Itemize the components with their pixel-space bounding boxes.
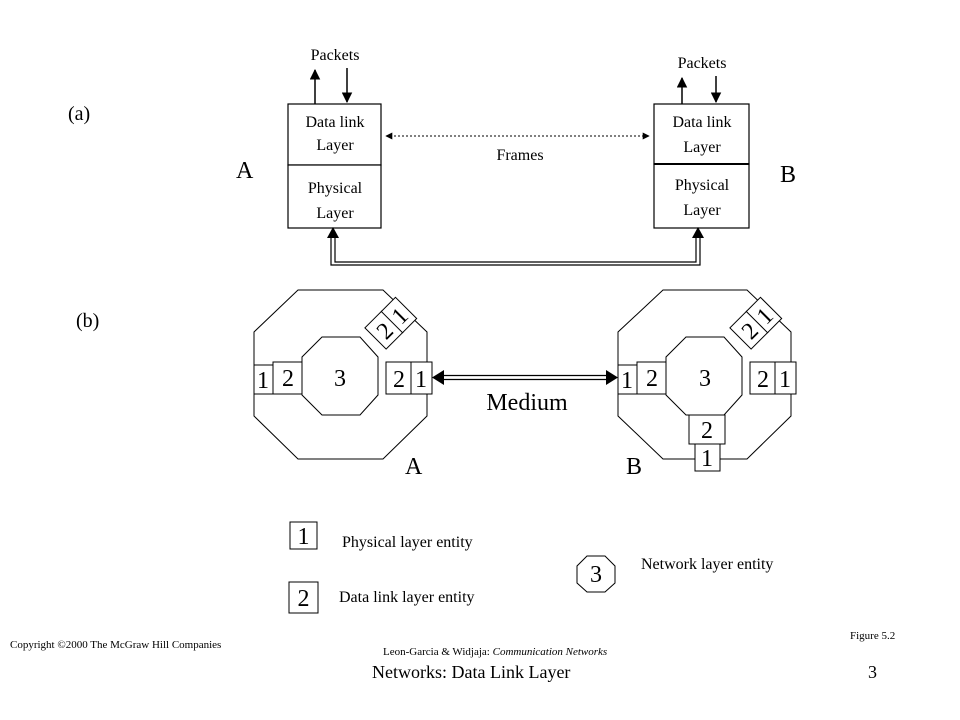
slide-title: Networks: Data Link Layer <box>372 662 571 682</box>
physical-link-right-arrowhead <box>692 227 704 238</box>
legend-physical-number: 1 <box>298 524 310 550</box>
node-a-left-datalink: 2 <box>282 366 294 392</box>
left-packets-label: Packets <box>311 47 360 64</box>
node-b-left-datalink: 2 <box>646 366 658 392</box>
right-datalink-box <box>653 103 750 165</box>
physical-link <box>327 227 704 266</box>
citation: Leon-Garcia & Widjaja: Communication Net… <box>383 646 607 658</box>
node-a-label-top: A <box>236 158 254 184</box>
part-b-label: (b) <box>76 310 99 332</box>
right-physical-box <box>653 163 750 229</box>
frames-label: Frames <box>496 147 543 164</box>
left-protocol-stack: Packets Data link Layer Physical Layer <box>287 47 382 229</box>
left-physical-line2: Layer <box>316 205 354 222</box>
physical-link-left-arrowhead <box>327 227 339 238</box>
right-physical-line2: Layer <box>683 202 721 219</box>
node-a-octagon: 3 1 2 2 1 2 1 <box>253 289 433 460</box>
legend-network-text: Network layer entity <box>641 556 773 573</box>
legend-network-number: 3 <box>590 562 602 588</box>
figure-number: Figure 5.2 <box>850 630 896 642</box>
node-a-network-entity: 3 <box>334 366 346 392</box>
left-datalink-box <box>287 103 382 166</box>
node-b-left-physical: 1 <box>621 368 633 394</box>
medium-left-arrowhead <box>432 370 444 385</box>
legend-datalink-symbol <box>288 581 319 614</box>
node-b-network-entity: 3 <box>699 366 711 392</box>
legend: 1 Physical layer entity 2 Data link laye… <box>288 521 773 614</box>
left-physical-line1: Physical <box>308 180 363 197</box>
node-b-label-bottom: B <box>626 454 642 480</box>
medium-right-arrowhead <box>606 370 618 385</box>
right-datalink-line2: Layer <box>683 139 721 156</box>
legend-network-symbol <box>576 555 616 593</box>
left-physical-box <box>287 164 382 229</box>
legend-datalink-text: Data link layer entity <box>339 589 475 606</box>
legend-physical-symbol <box>289 521 318 550</box>
node-a-left-physical: 1 <box>257 368 269 394</box>
node-a-right-datalink: 2 <box>393 367 405 393</box>
right-datalink-line1: Data link <box>672 114 731 131</box>
node-b-bottom-datalink: 2 <box>701 418 713 444</box>
left-datalink-line1: Data link <box>305 114 364 131</box>
part-a-label: (a) <box>68 103 90 125</box>
legend-physical-text: Physical layer entity <box>342 534 473 551</box>
node-b-octagon: 3 1 2 2 1 2 1 2 1 <box>617 289 797 472</box>
medium-label: Medium <box>486 390 568 416</box>
citation-authors: Leon-Garcia & Widjaja: <box>383 646 490 658</box>
medium-link <box>432 370 618 385</box>
legend-datalink-number: 2 <box>298 586 310 612</box>
node-b-right-datalink: 2 <box>757 367 769 393</box>
copyright-notice: Copyright ©2000 The McGraw Hill Companie… <box>10 639 222 651</box>
right-physical-line1: Physical <box>675 177 730 194</box>
right-protocol-stack: Packets Data link Layer Physical Layer <box>653 55 750 229</box>
left-datalink-line2: Layer <box>316 137 354 154</box>
citation-title: Communication Networks <box>492 646 608 658</box>
node-b-label-top: B <box>780 162 796 188</box>
slide-page-number: 3 <box>868 662 877 682</box>
node-a-right-physical: 1 <box>415 367 427 393</box>
node-a-label-bottom: A <box>405 454 423 480</box>
right-packets-label: Packets <box>678 55 727 72</box>
node-b-bottom-physical: 1 <box>701 446 713 472</box>
node-b-right-physical: 1 <box>779 367 791 393</box>
